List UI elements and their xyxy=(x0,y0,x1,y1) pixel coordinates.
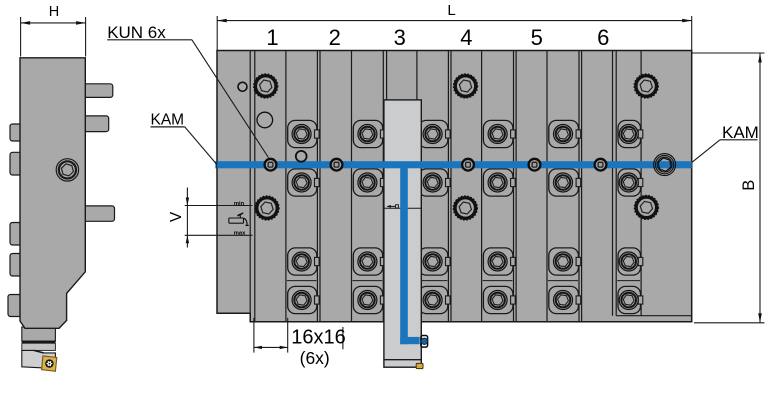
svg-text:KAM: KAM xyxy=(151,112,185,129)
svg-text:5: 5 xyxy=(531,25,543,50)
svg-text:2: 2 xyxy=(329,25,341,50)
svg-text:B: B xyxy=(740,180,758,191)
svg-text:(6x): (6x) xyxy=(300,348,330,368)
svg-text:min: min xyxy=(234,201,245,207)
svg-text:3: 3 xyxy=(394,25,406,50)
svg-text:KUN 6x: KUN 6x xyxy=(107,23,166,42)
svg-text:H: H xyxy=(49,4,59,20)
svg-text:KAM: KAM xyxy=(722,123,759,142)
svg-text:V: V xyxy=(168,211,185,222)
svg-text:16x16: 16x16 xyxy=(291,327,346,349)
svg-text:max: max xyxy=(234,230,246,236)
svg-text:L: L xyxy=(447,2,455,19)
svg-text:1: 1 xyxy=(266,25,278,50)
svg-text:4: 4 xyxy=(460,25,472,50)
svg-text:6: 6 xyxy=(597,25,609,50)
